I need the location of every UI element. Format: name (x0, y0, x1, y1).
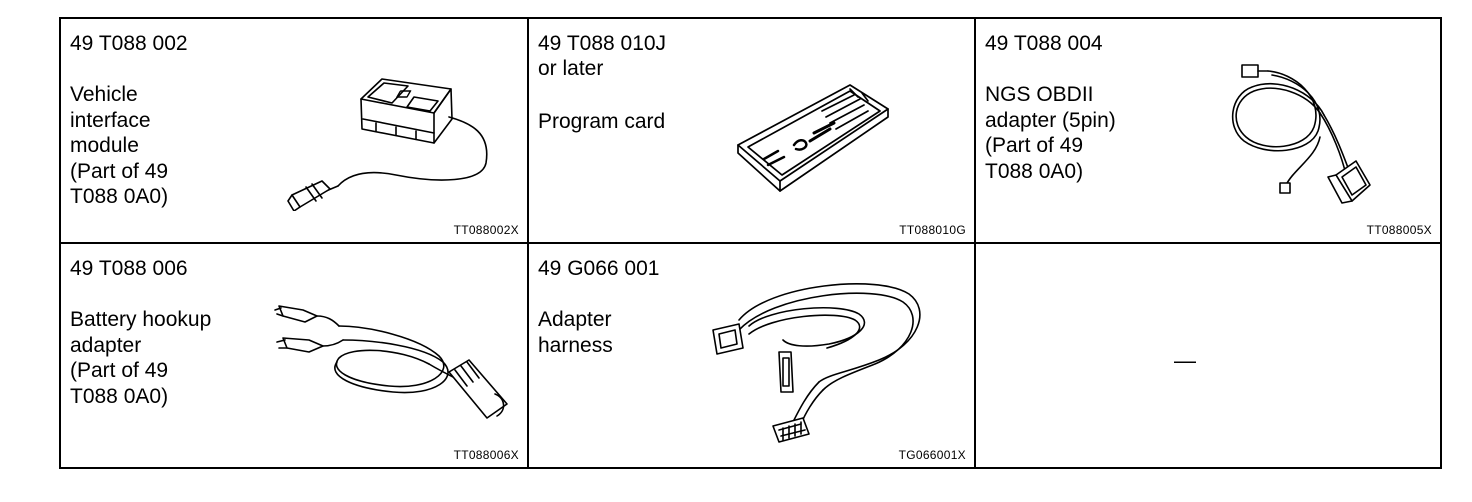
part-number: 49 T088 006 (70, 257, 188, 280)
tool-cell: 49 T088 002 Vehicle interface module (Pa… (59, 17, 529, 244)
figure-code: TT088002X (453, 223, 519, 237)
tool-description: Battery hookup adapter (Part of 49 T088 … (70, 308, 212, 408)
obdii-adapter-illustration (1224, 57, 1384, 207)
part-number: 49 T088 002 (70, 32, 188, 55)
tool-description: Vehicle interface module (Part of 49 T08… (70, 83, 169, 208)
battery-hookup-adapter-illustration (269, 286, 509, 426)
tool-cell: 49 T088 010J or later Program card (527, 17, 976, 244)
tool-cell: 49 T088 004 NGS OBDII adapter (5pin) (Pa… (974, 17, 1442, 244)
vehicle-interface-module-illustration (286, 71, 501, 211)
adapter-harness-illustration (709, 264, 939, 449)
tool-description: Program card (538, 110, 666, 133)
table-row: 49 T088 002 Vehicle interface module (Pa… (59, 17, 1442, 244)
tool-description: NGS OBDII adapter (5pin) (Part of 49 T08… (985, 83, 1116, 183)
empty-cell: — (974, 242, 1442, 469)
not-applicable-dash: — (1174, 348, 1196, 373)
part-number: 49 T088 004 (985, 32, 1103, 55)
figure-code: TT088005X (1366, 223, 1432, 237)
figure-code: TT088006X (453, 448, 519, 462)
part-number: 49 G066 001 (538, 257, 660, 280)
program-card-illustration (734, 81, 894, 201)
tool-cell: 49 G066 001 Adapter harness (527, 242, 976, 469)
tool-cell: 49 T088 006 Battery hookup adapter (Part… (59, 242, 529, 469)
figure-code: TG066001X (898, 448, 966, 462)
table-row: 49 T088 006 Battery hookup adapter (Part… (59, 242, 1442, 469)
tool-description: Adapter harness (538, 308, 613, 357)
figure-code: TT088010G (899, 223, 966, 237)
part-number: 49 T088 010J or later (538, 32, 667, 80)
special-tools-table: 49 T088 002 Vehicle interface module (Pa… (59, 17, 1442, 469)
